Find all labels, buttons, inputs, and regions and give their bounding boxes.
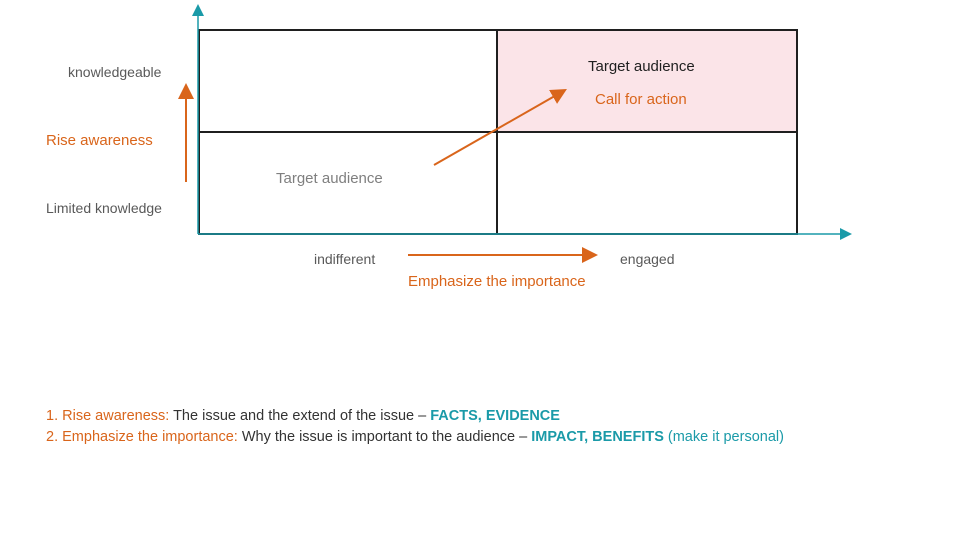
note-item: 2. Emphasize the importance: Why the iss… <box>46 427 784 448</box>
note-text: The issue and the extend of the issue – <box>169 408 431 424</box>
note-number: 2. <box>46 429 59 445</box>
note-heading: Rise awareness: <box>62 408 170 424</box>
note-text: Why the issue is important to the audien… <box>237 429 532 445</box>
y-axis-bottom-label: Limited knowledge <box>46 200 162 216</box>
note-number: 1. <box>46 408 59 424</box>
note-suffix: (make it personal) <box>663 429 784 445</box>
note-emphasis: IMPACT, BENEFITS <box>531 429 664 445</box>
notes-list: 1. Rise awareness: The issue and the ext… <box>46 406 784 448</box>
x-axis-left-label: indifferent <box>314 251 376 267</box>
x-axis-right-label: engaged <box>620 251 675 267</box>
y-axis-top-label: knowledgeable <box>68 64 162 80</box>
note-heading: Emphasize the importance: <box>62 429 238 445</box>
note-emphasis: FACTS, EVIDENCE <box>430 408 560 424</box>
note-item: 1. Rise awareness: The issue and the ext… <box>46 406 784 427</box>
x-axis-middle-label: Emphasize the importance <box>408 273 586 290</box>
bottom-left-quadrant-title: Target audience <box>276 170 383 187</box>
top-right-quadrant-title: Target audience <box>588 58 695 75</box>
y-axis-middle-label: Rise awareness <box>46 132 153 149</box>
diagonal-progress-arrow <box>433 89 567 166</box>
top-right-quadrant-subtitle: Call for action <box>595 91 687 108</box>
